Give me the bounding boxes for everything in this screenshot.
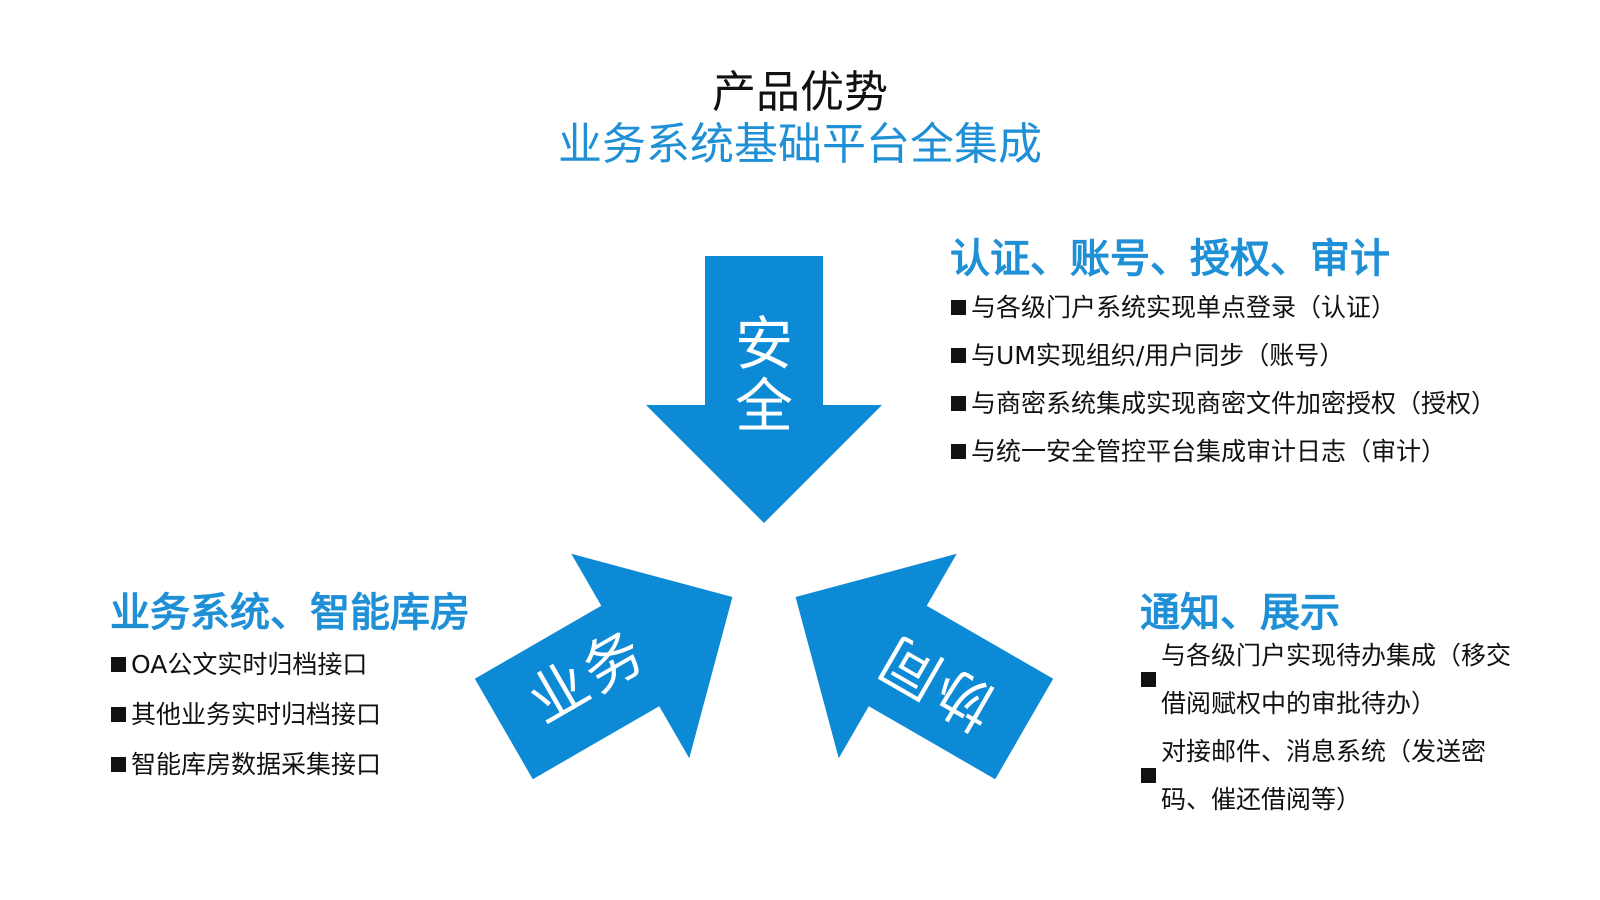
list-item: 与各级门户系统实现单点登录（认证） [950, 284, 1496, 332]
business-heading: 业务系统、智能库房 [110, 590, 470, 636]
security-heading: 认证、账号、授权、审计 [950, 236, 1390, 282]
list-item: 对接邮件、消息系统（发送密码、催还借阅等） [1140, 728, 1520, 824]
list-item: 其他业务实时归档接口 [110, 690, 381, 740]
business-list: OA公文实时归档接口 其他业务实时归档接口 智能库房数据采集接口 [110, 640, 381, 790]
security-arrow-char-2: 全 [735, 372, 793, 440]
list-item: 与统一安全管控平台集成审计日志（审计） [950, 428, 1496, 476]
notify-list: 与各级门户实现待办集成（移交借阅赋权中的审批待办） 对接邮件、消息系统（发送密码… [1140, 632, 1520, 824]
page-title: 产品优势 [712, 67, 888, 118]
list-item: OA公文实时归档接口 [110, 640, 381, 690]
list-item: 智能库房数据采集接口 [110, 740, 381, 790]
collaboration-arrow-shape [795, 553, 1054, 780]
security-list: 与各级门户系统实现单点登录（认证） 与UM实现组织/用户同步（账号） 与商密系统… [950, 284, 1496, 476]
list-item: 与各级门户实现待办集成（移交借阅赋权中的审批待办） [1140, 632, 1520, 728]
list-item: 与商密系统集成实现商密文件加密授权（授权） [950, 380, 1496, 428]
security-arrow-char-1: 安 [735, 310, 793, 378]
business-arrow: 业 务 [474, 553, 733, 780]
security-arrow-shape [646, 256, 882, 523]
notify-heading: 通知、展示 [1140, 590, 1340, 636]
business-arrow-shape [474, 553, 733, 780]
collaboration-arrow: 协 同 [795, 553, 1054, 780]
page-subtitle: 业务系统基础平台全集成 [558, 119, 1042, 170]
security-arrow: 安 全 [646, 256, 882, 523]
list-item: 与UM实现组织/用户同步（账号） [950, 332, 1496, 380]
